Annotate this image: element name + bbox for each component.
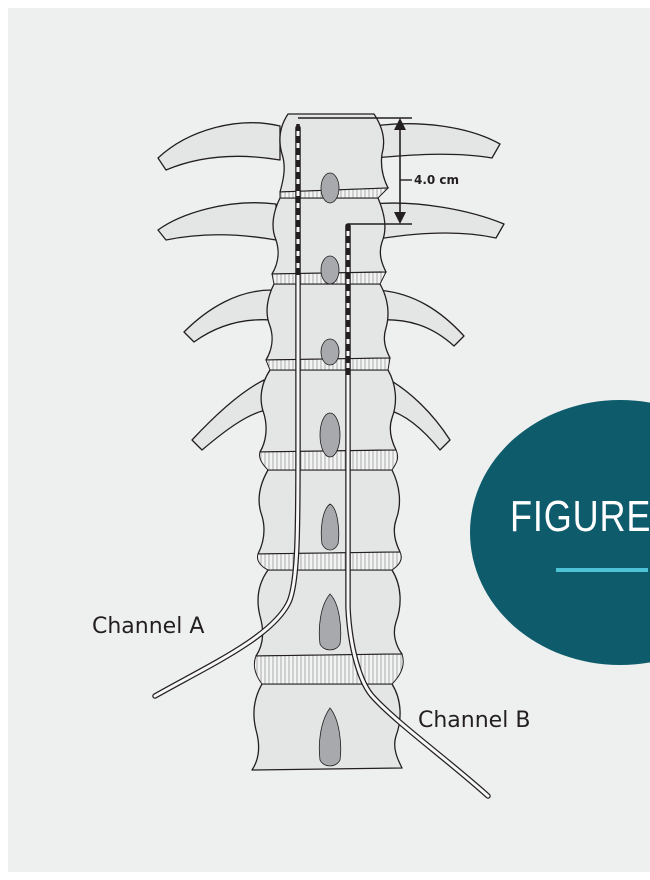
process-r3 (376, 290, 464, 346)
channel-a-label: Channel A (92, 614, 204, 639)
disc-6 (254, 654, 403, 684)
foramen-2 (321, 256, 339, 284)
process-r2 (372, 203, 504, 240)
channel-b-label: Channel B (418, 708, 530, 733)
process-l4 (192, 380, 266, 450)
process-r4 (388, 380, 450, 450)
foramen-4 (320, 413, 340, 457)
figure-badge-rule (556, 568, 648, 572)
figure-badge-text: FIGURE (510, 492, 650, 542)
process-r1 (374, 124, 500, 158)
process-l2 (158, 203, 276, 240)
disc-5 (257, 552, 401, 570)
distance-label: 4.0 cm (414, 173, 459, 187)
figure-panel: 4.0 cm Channel A Channel B FIGURE (8, 8, 650, 872)
foramen-1 (321, 173, 339, 203)
process-l1 (158, 123, 280, 170)
process-l3 (184, 290, 272, 342)
foramen-3 (321, 339, 339, 365)
